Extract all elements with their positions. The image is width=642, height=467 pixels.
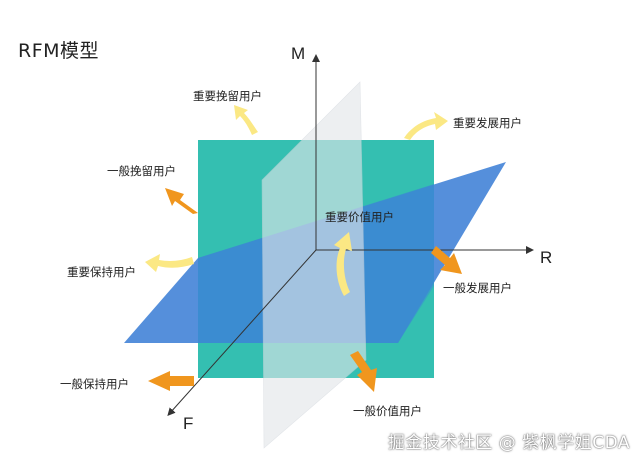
arrow-general-keep (148, 371, 194, 391)
label-general-value: 一般价值用户 (353, 404, 422, 418)
label-important-develop: 重要发展用户 (453, 116, 522, 130)
label-important-keep: 重要保持用户 (67, 265, 136, 279)
label-important-retain: 重要挽留用户 (193, 89, 262, 103)
gray-plane (261, 81, 367, 449)
page-title: RFM模型 (18, 40, 100, 62)
arrow-important-keep (145, 254, 194, 272)
watermark: 掘金技术社区 @ 紫枫学姐CDA (387, 433, 630, 453)
label-important-value: 重要价值用户 (325, 210, 394, 224)
arrow-general-develop (431, 246, 462, 274)
axis-label-m: M (291, 44, 306, 63)
label-general-develop: 一般发展用户 (443, 281, 512, 295)
arrow-general-retain (165, 188, 198, 214)
axis-label-r: R (540, 248, 553, 267)
arrow-important-value (334, 232, 352, 296)
label-general-keep: 一般保持用户 (60, 377, 129, 391)
arrow-important-develop (404, 112, 448, 140)
axis-label-f: F (183, 414, 194, 433)
f-axis (167, 249, 317, 416)
arrow-important-retain (234, 105, 258, 135)
label-general-retain: 一般挽留用户 (107, 164, 176, 178)
arrow-general-value (350, 351, 377, 392)
